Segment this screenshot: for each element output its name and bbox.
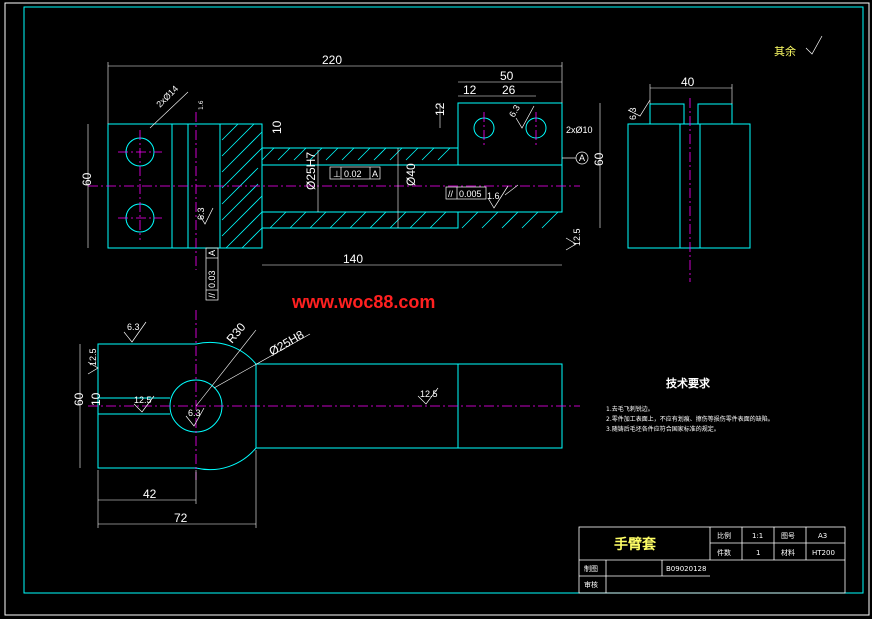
drawing-frame <box>23 6 864 594</box>
tol-par-value: 0.005 <box>459 189 482 199</box>
rough-r6: 6.3 <box>127 322 140 332</box>
dim-phi40: Ø40 <box>404 163 418 186</box>
rough-r4: 12.5 <box>572 228 582 246</box>
rough-r9: 6.3 <box>188 408 201 418</box>
datum-a: A <box>579 153 585 163</box>
dim-42: 42 <box>143 487 157 501</box>
roughness-symbols <box>198 35 823 251</box>
dim-r30: R30 <box>224 320 249 346</box>
dim-60b: 60 <box>592 152 606 166</box>
top-roughness <box>87 321 439 427</box>
material-value: HT200 <box>812 549 835 557</box>
dim-2phi14: 2xØ14 <box>154 84 180 110</box>
scale-value: 1:1 <box>752 532 763 540</box>
dim-12a: 12 <box>463 83 477 97</box>
tol-par-symbol: // <box>448 189 454 199</box>
scale-label: 比例 <box>717 531 731 540</box>
dim-220: 220 <box>322 53 342 67</box>
tech-heading: 技术要求 <box>666 376 711 390</box>
rough-r8: 12.5 <box>134 395 152 405</box>
dim-40: 40 <box>681 75 695 89</box>
watermark: www.woc88.com <box>291 292 435 312</box>
part-name: 手臂套 <box>614 536 656 553</box>
dim-12b: 12 <box>433 102 447 116</box>
sheet-value: A3 <box>818 532 827 540</box>
tolerance-frames <box>205 151 589 301</box>
dim-140: 140 <box>343 252 363 266</box>
dim-60c: 60 <box>72 392 86 406</box>
tol-perp-value: 0.02 <box>344 169 362 179</box>
top-centerlines <box>88 310 580 480</box>
outer-border <box>4 2 870 616</box>
side-view <box>627 103 751 249</box>
rough-r7: 12.5 <box>88 348 98 366</box>
sheet-label: 图号 <box>781 532 795 540</box>
top-dim-lines <box>79 329 311 528</box>
rough-r5: 6.3 <box>628 107 638 120</box>
dim-2phi10: 2xØ10 <box>566 125 593 135</box>
tol-par2-ref: A <box>207 250 217 256</box>
front-dim-lines <box>87 62 601 266</box>
dim-phi25h8: Ø25H8 <box>267 327 307 358</box>
dim-26: 26 <box>502 83 516 97</box>
rough-r2: 6.3 <box>196 207 206 220</box>
dim-50: 50 <box>500 69 514 83</box>
material-label: 材料 <box>781 548 795 557</box>
qty-label: 件数 <box>717 548 731 557</box>
roughness-note: 其余 <box>774 44 796 58</box>
tol-perp-symbol: ⊥ <box>333 169 341 179</box>
dim-10b: 10 <box>89 392 103 406</box>
rough-r11: 1.6 <box>198 100 205 110</box>
rough-r3: 1.6 <box>487 191 500 201</box>
checked-label: 审核 <box>584 580 598 589</box>
tech-item-3: 3.随铸后毛坯各件应符合国家标准的规定。 <box>606 425 720 433</box>
rough-r1: 6.3 <box>507 103 522 119</box>
tol-par2-value: 0.03 <box>207 270 217 288</box>
tech-item-2: 2.零件加工表面上，不应有划痕、擦伤等损伤零件表面的缺陷。 <box>606 415 774 423</box>
qty-value: 1 <box>756 549 760 557</box>
title-block <box>578 526 846 594</box>
tech-item-1: 1.去毛飞刺锐边。 <box>606 405 654 413</box>
drawn-value: B09020128 <box>666 565 706 573</box>
dim-72: 72 <box>174 511 188 525</box>
tol-par2-symbol: // <box>207 292 217 298</box>
drawn-label: 制图 <box>584 564 598 573</box>
dim-10a: 10 <box>270 120 284 134</box>
dim-60a: 60 <box>80 172 94 186</box>
dim-phi25h7: Ø25H7 <box>304 152 318 190</box>
front-centerlines <box>88 112 580 270</box>
tol-perp-ref: A <box>372 169 378 179</box>
front-hatching <box>221 123 559 249</box>
rough-r10: 12.5 <box>420 389 438 399</box>
side-dim-lines <box>649 84 733 104</box>
